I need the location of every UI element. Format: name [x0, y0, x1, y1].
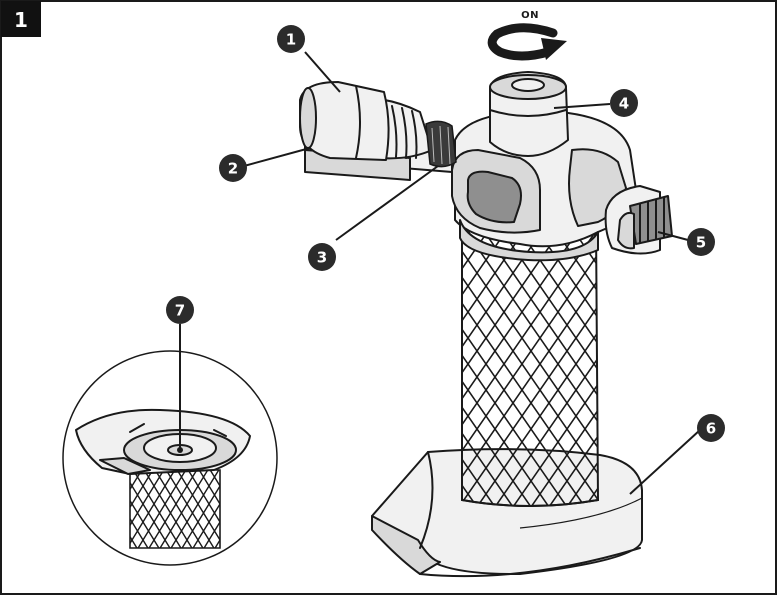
- svg-text:1: 1: [286, 31, 296, 49]
- rotation-arrow-icon: ON: [487, 10, 567, 61]
- svg-text:5: 5: [696, 234, 706, 252]
- svg-text:2: 2: [228, 160, 238, 178]
- leader-3: [335, 165, 439, 241]
- svg-text:3: 3: [317, 249, 327, 267]
- inset-bottom-detail: [62, 350, 278, 566]
- figure-number: 1: [14, 8, 28, 32]
- callout-1: 1: [277, 25, 305, 53]
- svg-text:7: 7: [175, 302, 185, 320]
- figure-number-tab: 1: [1, 1, 41, 37]
- leader-6: [629, 429, 701, 495]
- fuel-tank-sleeve: [461, 224, 600, 507]
- torch-head: [451, 71, 673, 262]
- svg-text:6: 6: [706, 420, 716, 438]
- callout-2: 2: [219, 154, 247, 182]
- leader-1: [304, 51, 341, 93]
- nozzle-arm: [299, 81, 457, 181]
- leader-lines: [179, 51, 701, 495]
- callout-3: 3: [308, 243, 336, 271]
- leader-5: [657, 231, 689, 241]
- callout-7: 7: [166, 296, 194, 324]
- callout-6: 6: [697, 414, 725, 442]
- callout-4: 4: [610, 89, 638, 117]
- svg-text:4: 4: [619, 95, 629, 113]
- callout-5: 5: [687, 228, 715, 256]
- leader-4: [553, 103, 611, 109]
- rotation-label: ON: [521, 10, 539, 21]
- leader-2: [243, 147, 311, 167]
